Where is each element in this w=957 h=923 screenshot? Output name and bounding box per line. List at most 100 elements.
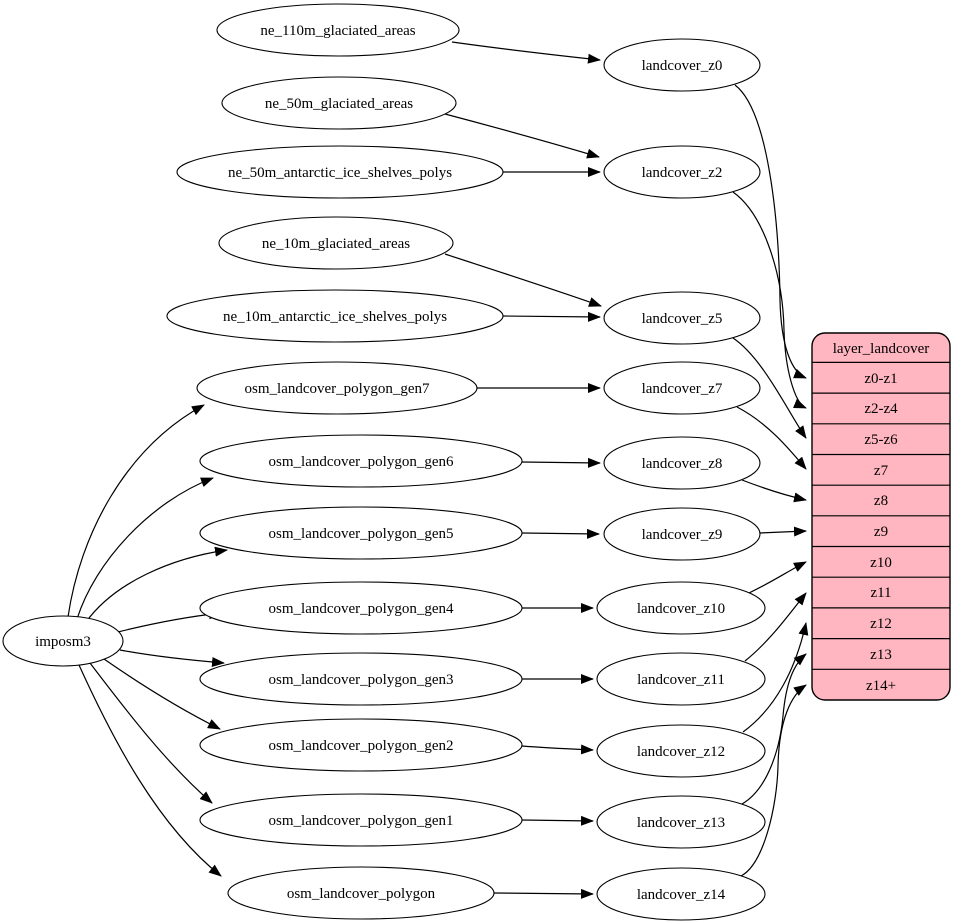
- edge-landcover_z8-to-row-z8: [741, 479, 807, 503]
- node-osm_landcover_polygon_gen1: osm_landcover_polygon_gen1: [199, 793, 523, 847]
- node-ellipse: [596, 724, 766, 778]
- node-ne_10m_glaciated_areas: ne_10m_glaciated_areas: [218, 216, 454, 270]
- node-ellipse: [199, 581, 523, 635]
- node-label: landcover_z11: [637, 672, 725, 688]
- node-label: ne_110m_glaciated_areas: [260, 23, 415, 39]
- node-landcover_z8: landcover_z8: [603, 436, 761, 490]
- edge-landcover_z11-to-row-z11: [744, 592, 807, 662]
- node-label: landcover_z0: [642, 58, 723, 74]
- record-divider-lines: [812, 361, 950, 670]
- edge-osm_landcover_polygon_gen5-to-landcover_z9: [521, 528, 600, 539]
- node-landcover_z11: landcover_z11: [596, 652, 766, 706]
- node-label: osm_landcover_polygon_gen1: [269, 813, 454, 829]
- node-ellipse: [596, 652, 766, 706]
- edge-ne_50m_glaciated_areas-to-landcover_z2: [444, 113, 600, 159]
- edge-osm_landcover_polygon_gen2-to-landcover_z12: [521, 744, 594, 755]
- node-label: ne_50m_antarctic_ice_shelves_polys: [228, 165, 452, 181]
- record-row-z7: z7: [874, 463, 889, 479]
- node-ne_10m_antarctic_ice_shelves_polys: ne_10m_antarctic_ice_shelves_polys: [166, 289, 504, 343]
- node-imposm3: imposm3: [2, 615, 124, 667]
- record-row-z5-z6: z5-z6: [864, 432, 898, 448]
- record-row-z11: z11: [870, 585, 891, 601]
- node-label: landcover_z2: [642, 165, 723, 181]
- edge-landcover_z14-to-row-z14plus: [740, 684, 807, 877]
- edge-landcover_z9-to-row-z9: [759, 526, 807, 537]
- node-ellipse: [199, 793, 523, 847]
- edge-landcover_z0-to-row-z0-z1: [734, 84, 807, 379]
- edge-imposm3-to-osm_landcover_polygon_gen5: [85, 546, 228, 623]
- edge-imposm3-to-osm_landcover_polygon_gen4: [117, 609, 222, 633]
- edge-imposm3-to-osm_landcover_polygon_gen7: [67, 404, 205, 618]
- node-label: osm_landcover_polygon_gen7: [245, 381, 430, 397]
- record-title: layer_landcover: [833, 341, 930, 357]
- edge-imposm3-to-osm_landcover_polygon_gen6: [76, 477, 214, 620]
- node-osm_landcover_polygon_gen3: osm_landcover_polygon_gen3: [199, 652, 523, 706]
- node-ellipse: [199, 434, 523, 488]
- node-label: landcover_z12: [637, 744, 725, 760]
- node-label: landcover_z7: [642, 381, 723, 397]
- record-row-z13: z13: [870, 647, 892, 663]
- record-row-z10: z10: [870, 555, 892, 571]
- record-row-z9: z9: [874, 524, 888, 540]
- edge-landcover_z7-to-row-z7: [736, 406, 807, 470]
- node-osm_landcover_polygon_gen4: osm_landcover_polygon_gen4: [199, 581, 523, 635]
- node-ellipse: [227, 866, 495, 920]
- edge-landcover_z13-to-row-z13: [741, 653, 807, 805]
- node-label: ne_10m_glaciated_areas: [262, 236, 410, 252]
- edge-landcover_z5-to-row-z5-z6: [732, 337, 807, 439]
- node-ellipse: [603, 361, 761, 415]
- node-ellipse: [603, 291, 761, 345]
- record-outline-rect: [811, 332, 951, 701]
- node-ellipse: [196, 361, 478, 415]
- node-ellipse: [199, 506, 523, 560]
- node-ellipse: [596, 867, 766, 921]
- edges-layer: [67, 41, 809, 899]
- node-landcover_z10: landcover_z10: [596, 581, 766, 635]
- record-layer_landcover: layer_landcover z0-z1 z2-z4 z5-z6 z7 z8 …: [811, 332, 951, 701]
- node-ellipse: [221, 76, 457, 130]
- record-row-z2-z4: z2-z4: [864, 401, 898, 417]
- node-ellipse: [2, 615, 124, 667]
- record-row-z8: z8: [874, 493, 888, 509]
- node-label: osm_landcover_polygon_gen4: [269, 601, 454, 617]
- node-label: landcover_z13: [637, 815, 725, 831]
- edge-landcover_z10-to-row-z10: [748, 561, 807, 594]
- node-label: landcover_z5: [642, 311, 723, 327]
- edge-ne_110m_glaciated_areas-to-landcover_z0: [451, 41, 601, 64]
- record-row-z14plus: z14+: [866, 678, 896, 694]
- node-ellipse: [603, 38, 761, 92]
- node-landcover_z5: landcover_z5: [603, 291, 761, 345]
- node-ellipse: [176, 145, 504, 199]
- node-ellipse: [218, 216, 454, 270]
- edge-imposm3-to-osm_landcover_polygon_gen2: [103, 658, 221, 730]
- node-ellipse: [199, 652, 523, 706]
- record-row-z12: z12: [870, 616, 892, 632]
- node-landcover_z14: landcover_z14: [596, 867, 766, 921]
- node-landcover_z2: landcover_z2: [603, 145, 761, 199]
- node-label: landcover_z9: [642, 527, 723, 543]
- edge-ne_10m_antarctic_ice_shelves_polys-to-landcover_z5: [502, 311, 601, 322]
- edge-landcover_z12-to-row-z12: [742, 622, 809, 733]
- nodes-layer: imposm3 ne_110m_glaciated_areas ne_50m_g…: [2, 3, 766, 921]
- node-label: osm_landcover_polygon_gen5: [269, 526, 454, 542]
- node-label: ne_50m_glaciated_areas: [265, 96, 413, 112]
- node-label: osm_landcover_polygon_gen6: [269, 454, 454, 470]
- node-label: osm_landcover_polygon_gen2: [269, 738, 454, 754]
- node-label: osm_landcover_polygon: [287, 886, 436, 902]
- edge-imposm3-to-osm_landcover_polygon: [78, 664, 222, 877]
- node-landcover_z9: landcover_z9: [603, 507, 761, 561]
- node-label: osm_landcover_polygon_gen3: [269, 672, 454, 688]
- node-ellipse: [596, 795, 766, 849]
- node-landcover_z12: landcover_z12: [596, 724, 766, 778]
- edge-landcover_z2-to-row-z2-z4: [732, 191, 807, 409]
- edge-imposm3-to-osm_landcover_polygon_gen1: [89, 662, 213, 804]
- node-ne_110m_glaciated_areas: ne_110m_glaciated_areas: [216, 3, 460, 57]
- node-ellipse: [603, 507, 761, 561]
- node-landcover_z0: landcover_z0: [603, 38, 761, 92]
- node-label: imposm3: [35, 634, 91, 650]
- edge-osm_landcover_polygon_gen1-to-landcover_z13: [521, 815, 594, 826]
- node-ellipse: [603, 145, 761, 199]
- node-ellipse: [166, 289, 504, 343]
